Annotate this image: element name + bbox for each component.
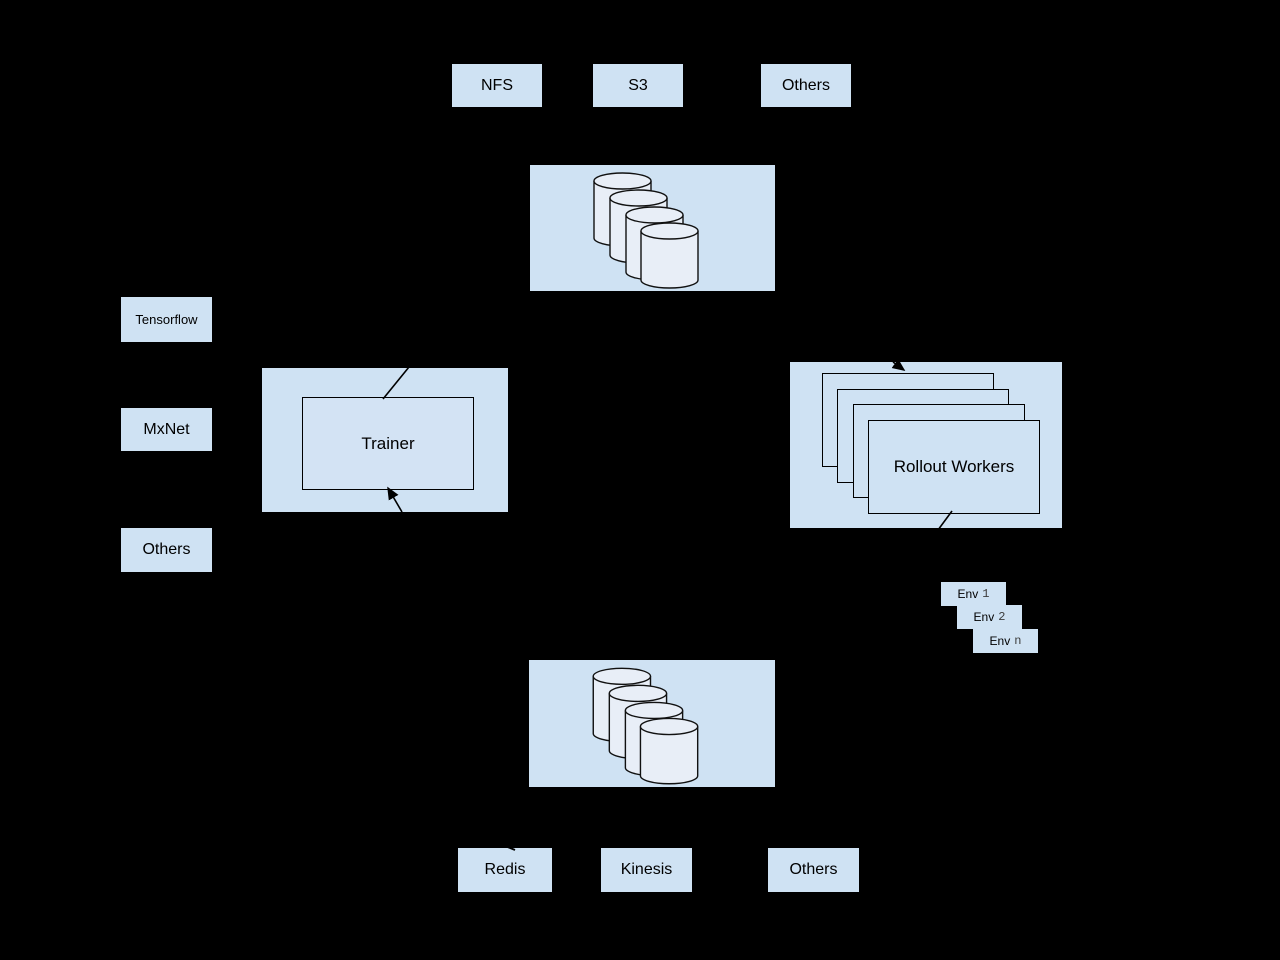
trainer-outer-box: Trainer [262, 368, 508, 512]
env-box-n: Env n [973, 629, 1038, 653]
database-cylinders-icon [593, 172, 699, 289]
database-cylinders-icon [592, 667, 699, 785]
env-index: 2 [998, 610, 1006, 624]
env-box-1: Env 1 [941, 582, 1006, 606]
redis-box: Redis [458, 848, 552, 892]
s3-box: S3 [593, 64, 683, 107]
trainer-box: Trainer [302, 397, 474, 490]
datastore-top-box [530, 165, 775, 291]
others-bottom-box: Others [768, 848, 859, 892]
datastore-bottom-box [529, 660, 775, 787]
rollout-workers-front-card: Rollout Workers [868, 420, 1040, 514]
env-label: Env [957, 587, 979, 601]
env-label: Env [973, 610, 995, 624]
tensorflow-box: Tensorflow [121, 297, 212, 342]
mxnet-box: MxNet [121, 408, 212, 451]
rollout-workers-outer-box: Rollout Workers [790, 362, 1062, 528]
database-cylinder-icon [640, 222, 699, 289]
kinesis-box: Kinesis [601, 848, 692, 892]
database-cylinder-icon [639, 717, 699, 785]
others-left-box: Others [121, 528, 212, 572]
env-box-2: Env 2 [957, 605, 1022, 629]
env-label: Env [989, 634, 1011, 648]
nfs-box: NFS [452, 64, 542, 107]
env-index: 1 [982, 587, 990, 601]
others-top-box: Others [761, 64, 851, 107]
env-index: n [1014, 634, 1022, 648]
